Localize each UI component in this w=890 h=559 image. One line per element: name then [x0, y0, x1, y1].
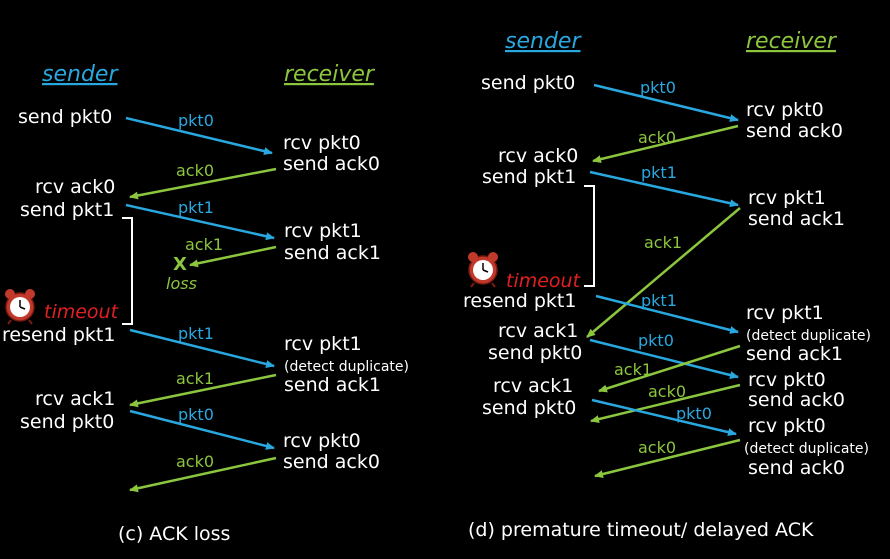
right-receiver-header: receiver: [746, 29, 838, 54]
right-sender-event: send pkt0: [482, 397, 576, 419]
right-receiver-event: send ack0: [748, 457, 845, 479]
right-caption: (d) premature timeout/ delayed ACK: [468, 519, 814, 541]
pkt1-arrow: [129, 328, 275, 368]
message-label: pkt0: [178, 111, 214, 130]
message-label: ack0: [648, 382, 686, 401]
pkt1-arrow: [125, 203, 275, 241]
message-label: ack1: [176, 369, 214, 388]
message-label: ack0: [176, 452, 214, 471]
left-receiver-event: send ack1: [284, 242, 381, 264]
right-sender-event: resend pkt1: [463, 290, 576, 312]
right-sender-event: rcv ack1: [493, 375, 573, 397]
left-sender-event: resend pkt1: [2, 324, 115, 346]
left-receiver-event: rcv pkt0: [283, 430, 361, 452]
pkt0-arrow: [129, 409, 275, 450]
panel-premature-timeout: sender receiver send pkt0 rcv pkt0 send …: [463, 29, 871, 541]
pkt0-arrow: [125, 116, 273, 156]
panel-ack-loss: sender receiver send pkt0 rcv pkt0 send …: [2, 62, 409, 545]
left-receiver-event: send ack1: [284, 374, 381, 396]
message-label: ack0: [638, 438, 676, 457]
right-receiver-event: send ack0: [746, 120, 843, 142]
right-receiver-event: rcv pkt1: [748, 187, 826, 209]
right-receiver-event: send ack0: [748, 389, 845, 411]
pkt1-arrow: [589, 170, 739, 208]
ack1-arrow: [598, 344, 741, 393]
x-mark-icon: X: [173, 254, 187, 275]
right-sender-event: rcv ack1: [498, 320, 578, 342]
message-label: pkt0: [178, 405, 214, 424]
loss-label: loss: [166, 274, 197, 293]
right-sender-header: sender: [505, 29, 582, 54]
right-receiver-event: (detect duplicate): [744, 441, 869, 457]
right-timeout-label: timeout: [506, 270, 582, 292]
left-receiver-event: (detect duplicate): [284, 359, 409, 375]
right-receiver-event: rcv pkt0: [748, 369, 826, 391]
ack1-lost-arrow: [189, 245, 277, 268]
left-receiver-header: receiver: [284, 62, 376, 87]
message-label: pkt0: [640, 78, 676, 97]
left-sender-header: sender: [42, 62, 119, 87]
message-label: ack0: [176, 161, 214, 180]
ack1-arrow: [129, 373, 277, 408]
ack0-arrow: [592, 124, 739, 164]
alarm-clock-icon: [467, 251, 499, 288]
ack0-arrow: [594, 438, 741, 478]
ack0-arrow: [590, 383, 741, 424]
left-receiver-event: rcv pkt0: [283, 132, 361, 154]
left-sender-event: send pkt0: [20, 411, 114, 433]
left-receiver-event: rcv pkt1: [284, 220, 362, 242]
left-sender-event: rcv ack1: [35, 388, 115, 410]
message-label: pkt0: [676, 404, 712, 423]
pkt1-arrow: [595, 294, 739, 334]
message-label: ack0: [638, 128, 676, 147]
pkt0-arrow: [589, 338, 739, 379]
right-receiver-event: send ack1: [746, 343, 843, 365]
timer-bracket: [584, 185, 595, 287]
message-label: ack1: [614, 360, 652, 379]
right-sender-event: send pkt1: [482, 166, 576, 188]
message-label: ack1: [185, 235, 223, 254]
alarm-clock-icon: [4, 288, 36, 325]
ack0-arrow: [129, 456, 277, 493]
right-sender-event: rcv ack0: [498, 145, 578, 167]
left-receiver-event: send ack0: [283, 451, 380, 473]
timer-bracket: [122, 217, 133, 325]
ack1-delayed-arrow: [586, 207, 741, 338]
message-label: pkt1: [178, 324, 214, 343]
left-sender-event: send pkt0: [18, 106, 112, 128]
ack0-arrow: [129, 167, 277, 200]
pkt0-arrow: [591, 398, 737, 437]
message-label: pkt1: [641, 291, 677, 310]
right-receiver-event: rcv pkt0: [746, 99, 824, 121]
message-label: ack1: [644, 233, 682, 252]
right-receiver-event: send ack1: [748, 208, 845, 230]
left-sender-event: rcv ack0: [35, 176, 115, 198]
message-label: pkt1: [178, 198, 214, 217]
right-receiver-event: (detect duplicate): [746, 328, 871, 344]
message-label: pkt0: [638, 331, 674, 350]
left-receiver-event: send ack0: [283, 153, 380, 175]
right-sender-event: send pkt0: [488, 342, 582, 364]
right-sender-event: send pkt0: [481, 72, 575, 94]
right-receiver-event: rcv pkt1: [746, 302, 824, 324]
right-receiver-event: rcv pkt0: [748, 415, 826, 437]
pkt0-arrow: [593, 83, 739, 122]
left-timeout-label: timeout: [44, 301, 120, 323]
left-sender-event: send pkt1: [20, 199, 114, 221]
left-caption: (c) ACK loss: [118, 523, 230, 545]
left-receiver-event: rcv pkt1: [284, 333, 362, 355]
message-label: pkt1: [641, 163, 677, 182]
